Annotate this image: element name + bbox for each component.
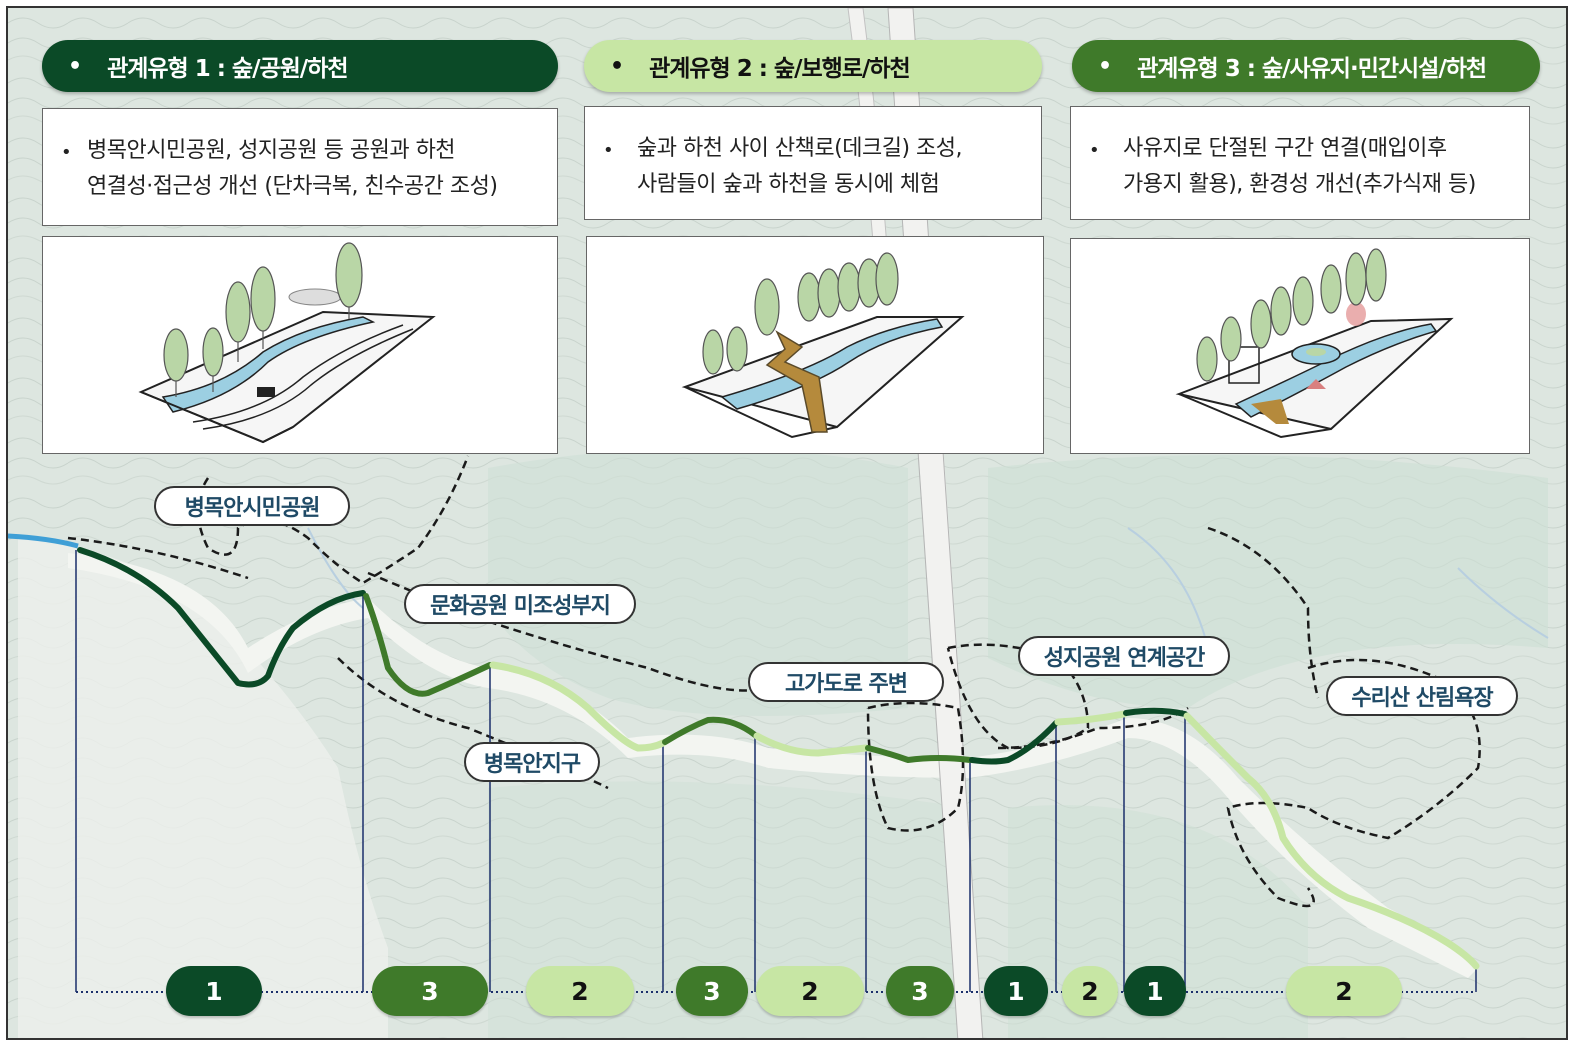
relation-type-3-illustration xyxy=(1070,238,1530,454)
diagram-frame: • 관계유형 1 : 숲/공원/하천 • 관계유형 2 : 숲/보행로/하천 •… xyxy=(6,6,1568,1040)
bullet: • xyxy=(1089,140,1100,161)
relation-type-3-title: 관계유형 3 : 숲/사유지·민간시설/하천 xyxy=(1137,56,1487,82)
route-type1 xyxy=(1123,707,1188,717)
segment-badge-type2: 2 xyxy=(1286,966,1402,1016)
relation-type-3-header: • 관계유형 3 : 숲/사유지·민간시설/하천 xyxy=(1072,40,1540,92)
relation-type-2-header: • 관계유형 2 : 숲/보행로/하천 xyxy=(584,40,1042,92)
route-type2 xyxy=(489,661,667,752)
place-label-surisan-forest-bath: 수리산 산림욕장 xyxy=(1326,676,1518,716)
route-type2 xyxy=(1054,710,1128,726)
relation-type-2-illustration xyxy=(586,236,1044,454)
place-label-byeongmokan-park: 병목안시민공원 xyxy=(154,486,350,526)
relation-type-1-title: 관계유형 1 : 숲/공원/하천 xyxy=(107,56,348,82)
relation-type-2-description: • 숲과 하천 사이 산책로(데크길) 조성,사람들이 숲과 하천을 동시에 체… xyxy=(584,106,1042,220)
boundary-surisan xyxy=(1207,526,1320,699)
description-text: 숲과 하천 사이 산책로(데크길) 조성,사람들이 숲과 하천을 동시에 체험 xyxy=(637,136,963,197)
bullet: • xyxy=(610,53,624,79)
segment-badge-type3: 3 xyxy=(372,966,488,1016)
segment-dividers xyxy=(75,550,1477,992)
segment-badge-type1: 1 xyxy=(1124,966,1186,1016)
relation-type-1-header: • 관계유형 1 : 숲/공원/하천 xyxy=(42,40,558,92)
stream-line xyxy=(1457,567,1549,639)
route-type2 xyxy=(1183,712,1480,970)
route-type1 xyxy=(969,720,1059,765)
forest-area xyxy=(488,448,908,716)
place-label-seongji-park-link: 성지공원 연계공간 xyxy=(1018,636,1230,676)
bullet: • xyxy=(61,142,72,163)
boundary-park xyxy=(67,536,249,580)
segment-badge-type3: 3 xyxy=(886,966,954,1016)
bullet: • xyxy=(603,140,614,161)
route-type3 xyxy=(363,593,493,697)
relation-type-2-title: 관계유형 2 : 숲/보행로/하천 xyxy=(649,56,911,82)
place-label-undeveloped-cultural-park: 문화공원 미조성부지 xyxy=(404,584,636,624)
segment-badge-type2: 2 xyxy=(526,966,634,1016)
stream-line xyxy=(1127,527,1209,649)
stream-valley xyxy=(68,553,1478,978)
relation-type-1-illustration xyxy=(42,236,558,454)
stream-line xyxy=(8,533,79,549)
route-type2 xyxy=(753,732,870,757)
place-label-byeongmokan-district: 병목안지구 xyxy=(464,742,600,782)
segment-badge-type3: 3 xyxy=(676,966,748,1016)
boundary-park xyxy=(196,455,470,585)
route-type3 xyxy=(662,716,758,745)
route-type1 xyxy=(77,547,366,688)
place-label-overpass-area: 고가도로 주변 xyxy=(748,662,944,702)
segment-badge-type1: 1 xyxy=(984,966,1048,1016)
stream-line xyxy=(307,527,364,609)
bullet: • xyxy=(1098,53,1112,79)
boundary-district xyxy=(337,657,609,790)
urban-area xyxy=(18,538,388,1038)
segment-badge-type2: 2 xyxy=(756,966,864,1016)
bullet: • xyxy=(68,53,82,79)
segment-badge-type1: 1 xyxy=(166,966,262,1016)
segment-badge-type2: 2 xyxy=(1062,966,1118,1016)
route-type3 xyxy=(865,745,973,763)
